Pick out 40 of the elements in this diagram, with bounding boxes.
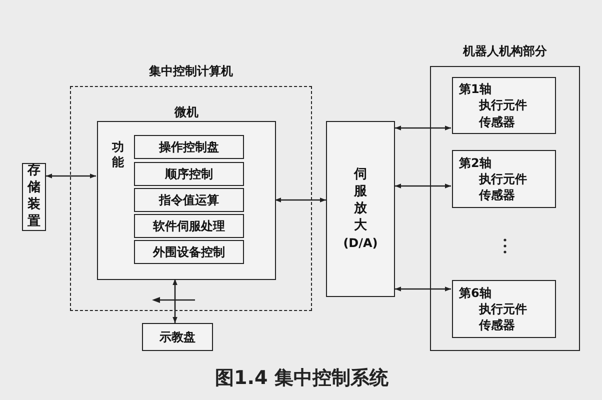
component-label: 传感器	[479, 187, 515, 204]
group-heading: 机器人机构部分	[462, 43, 548, 60]
storage-box	[22, 163, 46, 231]
function-box	[134, 188, 244, 212]
box-label: 顺序控制	[165, 166, 213, 182]
axis-box	[452, 150, 556, 208]
connector-arrow	[46, 174, 96, 178]
component-label: 执行元件	[479, 170, 527, 188]
group-heading: 集中控制计算机	[148, 63, 234, 80]
box-label: 操作控制盘	[159, 138, 219, 156]
box-label: 伺服放大	[354, 167, 367, 235]
component-label: 执行元件	[479, 300, 527, 318]
axis-label: 第1轴	[459, 81, 492, 98]
function-box	[134, 214, 244, 238]
box-label: 软件伺服处理	[153, 218, 225, 234]
function-box	[134, 162, 244, 186]
connector-arrow	[275, 198, 326, 202]
component-label: 传感器	[479, 114, 515, 130]
function-box	[134, 135, 244, 159]
box-label: 外围设备控制	[153, 244, 225, 260]
axis-box	[452, 280, 556, 338]
figure-caption: 图1.4 集中控制系统	[215, 366, 388, 391]
box-label: 指令值运算	[159, 192, 219, 208]
group-heading: 微机	[173, 104, 200, 121]
side-label: 功能	[112, 140, 124, 170]
connector-arrow	[395, 184, 451, 188]
box-label: (D/A)	[343, 234, 378, 251]
process-box	[142, 323, 213, 351]
amplifier-box	[326, 121, 395, 297]
component-label: 执行元件	[479, 97, 527, 114]
axis-label: 第6轴	[459, 284, 492, 301]
axis-box	[452, 77, 556, 134]
axis-label: 第2轴	[459, 154, 492, 171]
component-label: 传感器	[479, 317, 515, 334]
box-label: 存储装置	[28, 163, 40, 231]
connector-arrow	[395, 286, 451, 292]
connector-arrow	[395, 126, 451, 130]
box-label: 示教盘	[160, 328, 196, 346]
connector-arrow	[172, 279, 178, 323]
function-box	[134, 240, 244, 264]
